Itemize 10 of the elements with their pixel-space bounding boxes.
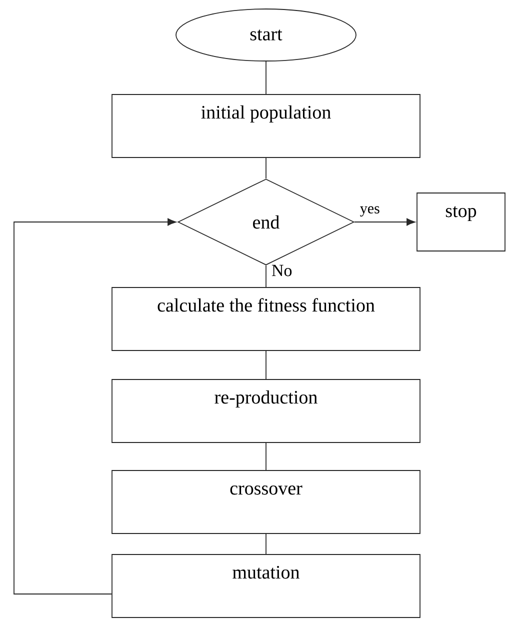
process-box: calculate the fitness function [112, 287, 420, 351]
process-box: crossover [112, 470, 420, 534]
arrow [354, 218, 416, 226]
edge-label: No [270, 264, 294, 278]
edge-label: yes [358, 205, 381, 218]
process-box: initial population [112, 94, 420, 158]
process-box: re-production [112, 379, 420, 443]
process-box: mutation [112, 554, 420, 618]
process-box: stop [416, 192, 506, 252]
arrow [14, 218, 176, 594]
